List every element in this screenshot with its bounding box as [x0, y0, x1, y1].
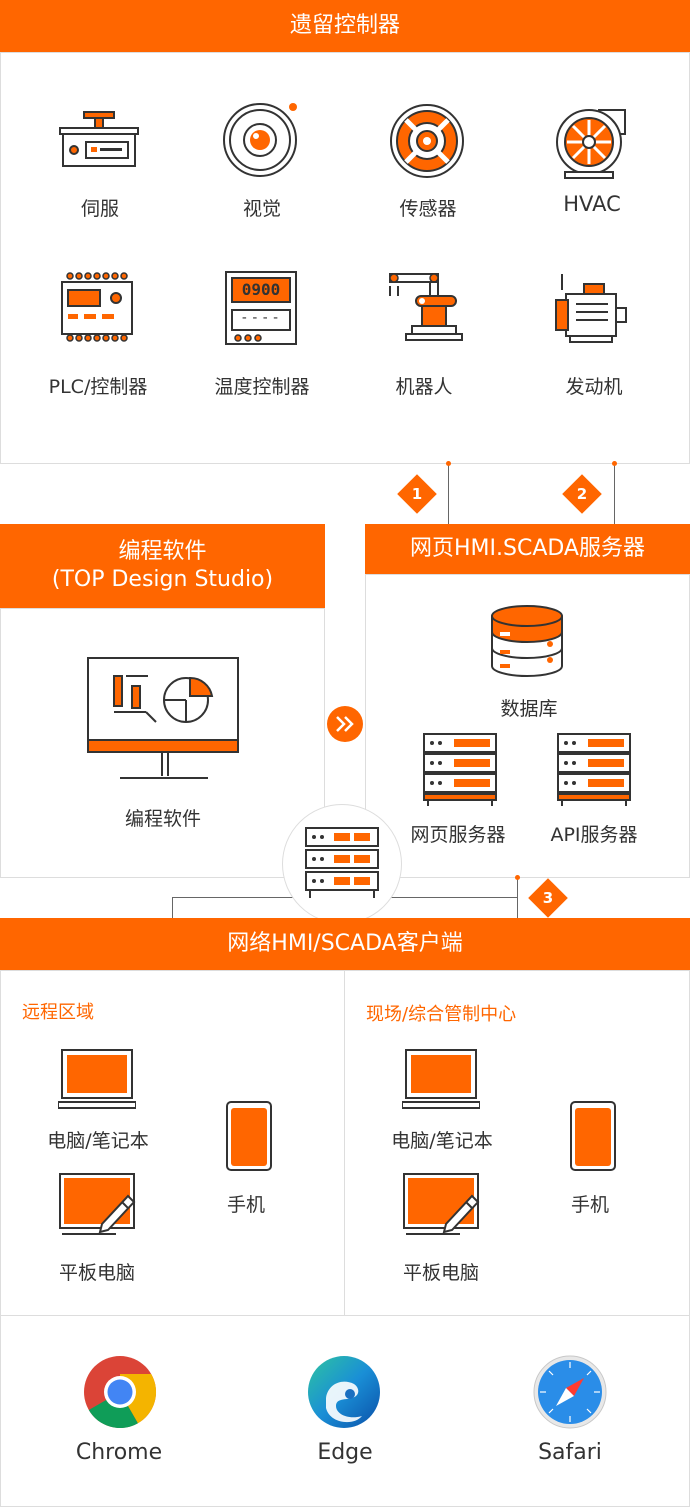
engine-icon: [555, 274, 627, 343]
step-badge-1: 1: [397, 474, 437, 514]
site-tablet-label: 平板电脑: [402, 1262, 480, 1284]
sensor-icon: [390, 104, 464, 178]
connector-2-dot: [612, 461, 617, 466]
double-chevron-right-icon: [327, 706, 363, 742]
temp-controller-label: 温度控制器: [214, 376, 310, 398]
site-phone-icon: [570, 1101, 616, 1171]
plc-label: PLC/控制器: [48, 376, 148, 398]
client-header: 网络HMI/SCADA客户端: [0, 918, 690, 970]
programming-subtitle: (TOP Design Studio): [51, 567, 274, 592]
server-header: 网页HMI.SCADA服务器: [365, 524, 690, 574]
site-laptop-icon: [402, 1049, 480, 1109]
servo-label: 伺服: [80, 198, 120, 220]
database-icon: [491, 605, 563, 677]
remote-phone-icon: [226, 1101, 272, 1171]
safari-icon: [533, 1355, 607, 1429]
server-title: 网页HMI.SCADA服务器: [410, 536, 645, 561]
vision-label: 视觉: [242, 198, 282, 220]
remote-tablet-icon: [59, 1173, 136, 1235]
hvac-label: HVAC: [563, 192, 621, 216]
connector-1-dot: [446, 461, 451, 466]
hub-server-icon: [305, 827, 379, 898]
connector-1-line: [448, 464, 449, 524]
robot-icon: [389, 273, 463, 341]
servo-icon: [59, 111, 139, 167]
web-server-label: 网页服务器: [410, 824, 506, 846]
temp-display-dashes: ----: [240, 310, 282, 326]
legacy-title: 遗留控制器: [289, 13, 400, 38]
site-tablet-icon: [403, 1173, 480, 1235]
site-phone-label: 手机: [570, 1194, 610, 1216]
connector-2-line: [614, 464, 615, 524]
robot-label: 机器人: [395, 376, 453, 398]
database-label: 数据库: [500, 698, 558, 720]
monitor-icon: [87, 657, 239, 779]
vision-icon: [223, 103, 297, 177]
remote-phone-label: 手机: [226, 1194, 266, 1216]
chrome-label: Chrome: [75, 1440, 163, 1465]
edge-icon: [308, 1356, 380, 1428]
safari-label: Safari: [538, 1440, 602, 1465]
api-server-icon: [557, 733, 631, 806]
plc-icon: [61, 272, 133, 342]
connector-3-left: [172, 897, 173, 918]
step-badge-3: 3: [528, 878, 568, 918]
programming-item-label: 编程软件: [124, 808, 202, 830]
remote-laptop-icon: [58, 1049, 136, 1109]
edge-label: Edge: [317, 1440, 373, 1465]
client-title: 网络HMI/SCADA客户端: [227, 931, 463, 956]
hvac-icon: [556, 109, 626, 179]
remote-tablet-label: 平板电脑: [58, 1262, 136, 1284]
connector-3-dot: [515, 875, 520, 880]
remote-laptop-label: 电脑/笔记本: [47, 1130, 149, 1152]
remote-area-title: 远程区域: [22, 1002, 94, 1023]
engine-label: 发动机: [565, 376, 623, 398]
temp-display-value: 0900: [241, 280, 281, 299]
programming-header: 编程软件 (TOP Design Studio): [0, 524, 325, 608]
temp-controller-icon: 0900 ----: [224, 270, 298, 346]
connector-3-right: [517, 878, 518, 918]
programming-title: 编程软件: [118, 539, 207, 564]
api-server-label: API服务器: [550, 824, 638, 846]
step-badge-2: 2: [562, 474, 602, 514]
sensor-label: 传感器: [399, 198, 457, 220]
legacy-header: 遗留控制器: [0, 0, 690, 52]
site-laptop-label: 电脑/笔记本: [391, 1130, 493, 1152]
chrome-icon: [84, 1356, 157, 1429]
web-server-icon: [423, 733, 497, 806]
site-area-title: 现场/综合管制中心: [366, 1004, 517, 1025]
